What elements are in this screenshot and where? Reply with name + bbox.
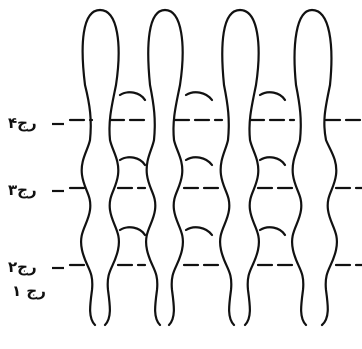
loop-column-3 — [220, 10, 240, 325]
loop-column-4 — [292, 10, 312, 325]
row-label-3: رج۳ — [8, 183, 37, 198]
interlock-hook — [186, 227, 212, 235]
interlock-hook — [260, 227, 285, 235]
loop-column-1-right — [100, 10, 119, 325]
loop-column-2-right — [165, 10, 183, 325]
row-label-1: رج ۱ — [12, 284, 46, 299]
interlock-hook — [120, 157, 145, 165]
loop-column-2 — [146, 10, 165, 325]
interlock-hook — [186, 157, 212, 165]
loop-column-4-right — [312, 10, 337, 325]
interlock-hook — [260, 157, 285, 165]
loop-column-3-right — [240, 10, 259, 325]
loop-column-1 — [81, 10, 100, 325]
interlock-hook — [260, 92, 285, 100]
interlock-hook — [120, 227, 145, 235]
interlock-hook — [186, 92, 212, 100]
row-label-4: رج۴ — [8, 116, 37, 131]
row-label-2: رج۲ — [8, 260, 37, 275]
interlock-hook — [120, 92, 145, 100]
